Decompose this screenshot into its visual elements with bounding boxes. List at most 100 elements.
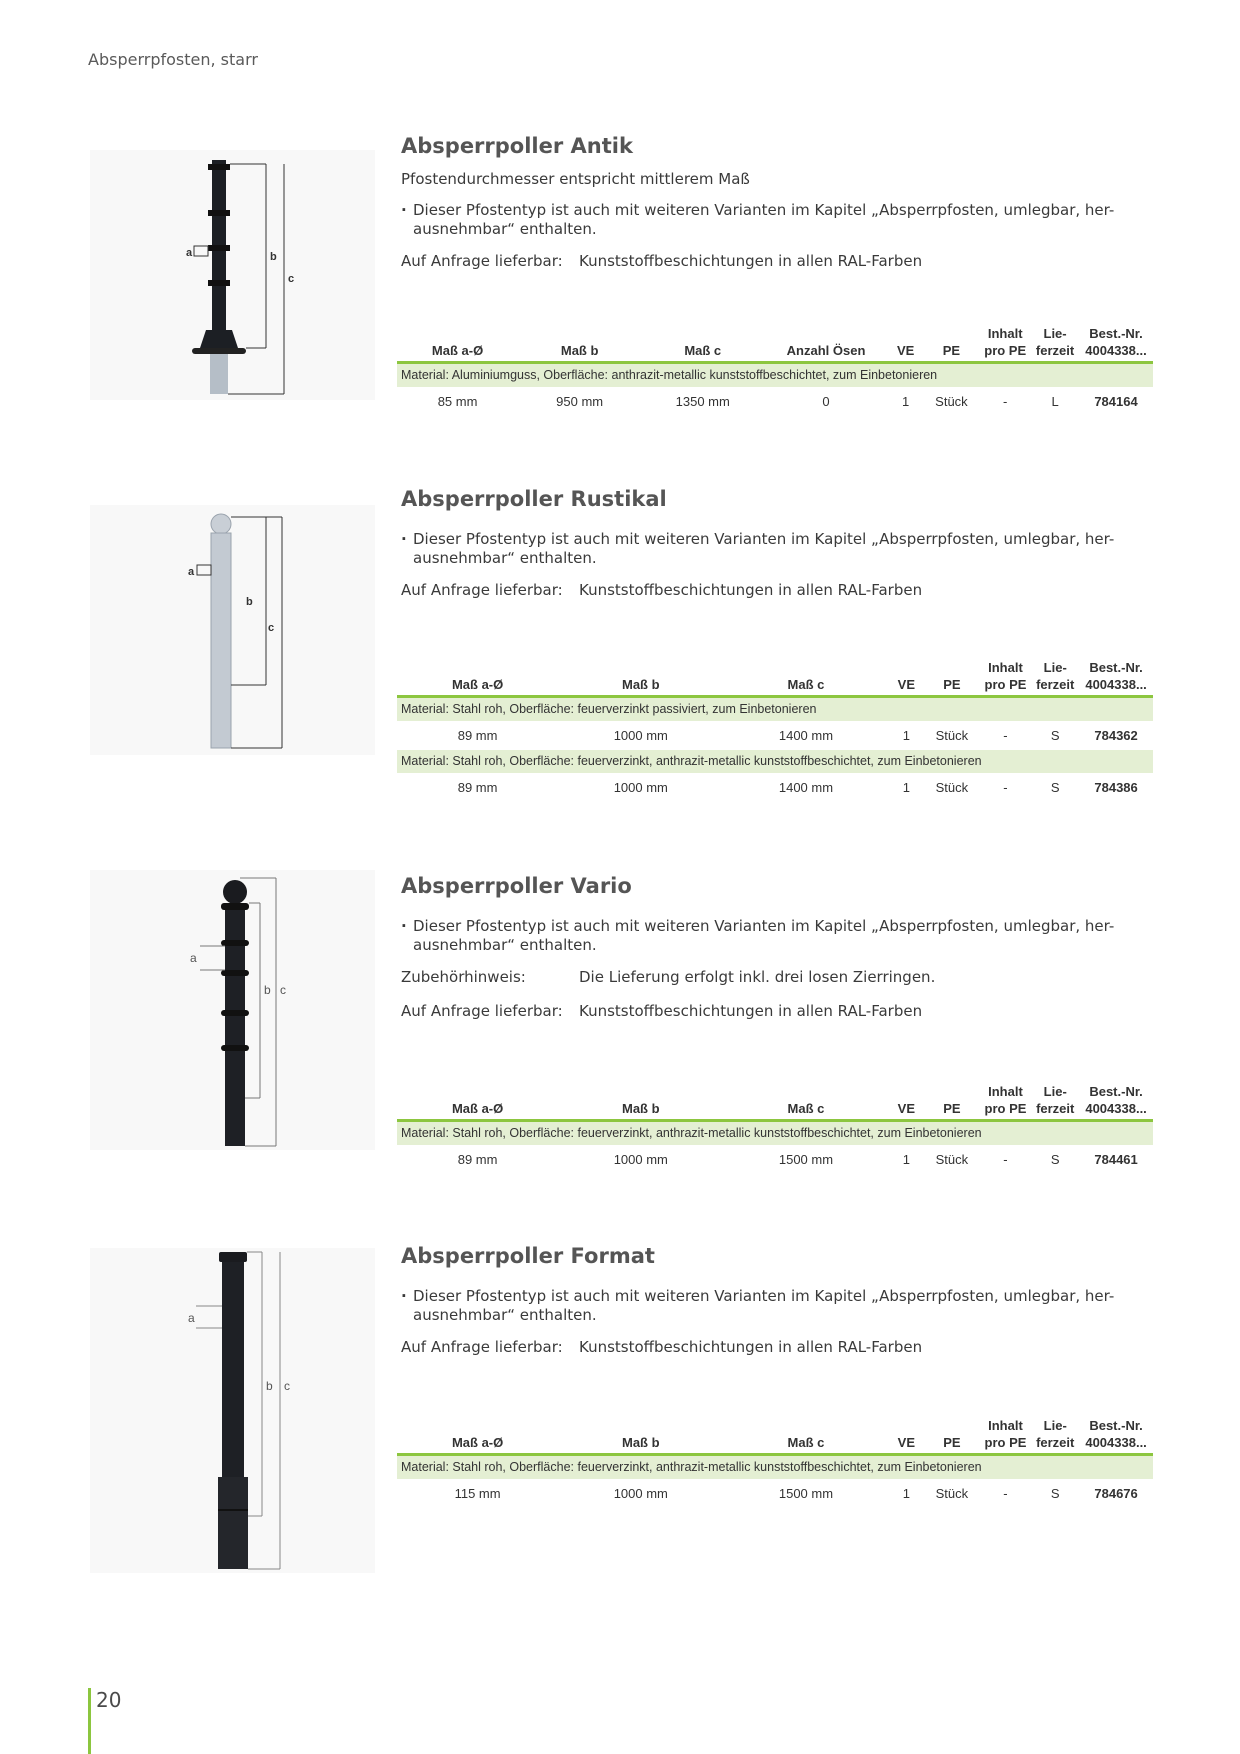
col-header: VE	[888, 659, 925, 698]
material-row: Material: Stahl roh, Oberfläche: feuerve…	[397, 1454, 1153, 1479]
cell: S	[1050, 1486, 1060, 1501]
table-row: 85 mm 950 mm 1350 mm 0 1 Stück - L 78416…	[397, 387, 1153, 416]
page-number: 20	[96, 1688, 122, 1712]
note-value: Kunststoffbeschichtungen in allen RAL-Fa…	[579, 1002, 923, 1020]
dim-label-a: a	[188, 566, 195, 578]
note-availability: Auf Anfrage lieferbar: Kunststoffbeschic…	[401, 580, 1153, 600]
spec-table-vario: Maß a-Ø Maß b Maß c VE PE Inhalt pro PE …	[397, 1083, 1153, 1174]
col-header: Maß b	[558, 1083, 724, 1122]
note-key: Auf Anfrage lieferbar:	[401, 252, 563, 270]
col-header: Lie-ferzeit	[1031, 1083, 1080, 1122]
product-subtitle: Pfostendurchmesser entspricht mittlerem …	[401, 170, 750, 188]
note-value: Die Lieferung erfolgt inkl. drei losen Z…	[579, 968, 936, 986]
dim-label-c: c	[284, 1379, 290, 1393]
col-header: VE	[888, 1417, 925, 1456]
cell: Stück	[935, 728, 969, 743]
cell: 1	[902, 1152, 910, 1167]
col-header: Best.-Nr. 4004338...	[1079, 325, 1153, 364]
note-availability: Auf Anfrage lieferbar: Kunststoffbeschic…	[401, 1337, 1153, 1357]
note-key: Auf Anfrage lieferbar:	[401, 581, 563, 599]
cell: -	[1003, 728, 1008, 743]
col-header: PE	[924, 1083, 980, 1122]
cell: 950 mm	[556, 394, 604, 409]
material-row: Material: Stahl roh, Oberfläche: feuerve…	[397, 750, 1153, 773]
note-accessory: Zubehörhinweis: Die Lieferung erfolgt in…	[401, 967, 1153, 987]
col-header: Lie-ferzeit	[1031, 1417, 1080, 1456]
col-header: PE	[923, 325, 980, 364]
note-value: Kunststoffbeschichtungen in allen RAL-Fa…	[579, 1338, 923, 1356]
cell: S	[1050, 1152, 1060, 1167]
col-header: Lie-ferzeit	[1031, 659, 1080, 698]
product-image-vario: a b c	[90, 870, 375, 1150]
order-number: 784461	[1094, 1152, 1138, 1167]
order-number: 784362	[1094, 728, 1138, 743]
cell: 115 mm	[454, 1486, 501, 1501]
cell: 85 mm	[437, 394, 478, 409]
product-bullet: Dieser Pfostentyp ist auch mit weiteren …	[401, 530, 1153, 568]
cell: 1000 mm	[613, 780, 668, 795]
col-header: Maß b	[518, 325, 642, 364]
material-text: Material: Aluminiumguss, Oberfläche: ant…	[397, 362, 1153, 387]
spec-table-format: Maß a-Ø Maß b Maß c VE PE Inhalt pro PE …	[397, 1417, 1153, 1508]
table-header-row: Maß a-Ø Maß b Maß c Anzahl Ösen VE PE In…	[397, 325, 1153, 364]
cell: -	[1003, 1152, 1008, 1167]
col-header: Best.-Nr. 4004338...	[1079, 659, 1153, 698]
cell: 1350 mm	[675, 394, 730, 409]
product-image-rustikal: a b c	[90, 505, 375, 755]
dim-label-a: a	[190, 951, 197, 965]
table-row: 89 mm 1000 mm 1400 mm 1 Stück - S 784386	[397, 773, 1153, 802]
dim-label-a: a	[188, 1311, 195, 1325]
col-header: Maß c	[723, 659, 889, 698]
col-header: Maß c	[723, 1083, 889, 1122]
cell: 1500 mm	[778, 1486, 834, 1501]
cell: 89 mm	[457, 728, 498, 743]
cell: -	[1003, 780, 1008, 795]
bollard-antik-drawing: a b c	[186, 160, 294, 395]
col-header: Maß b	[558, 1417, 724, 1456]
dim-label-b: b	[270, 251, 277, 263]
cell: 89 mm	[457, 1152, 498, 1167]
table-header-row: Maß a-Ø Maß b Maß c VE PE Inhalt pro PE …	[397, 1417, 1153, 1456]
bollard-format-drawing: a b c	[188, 1251, 290, 1570]
order-number: 784676	[1094, 1486, 1138, 1501]
col-header: Maß a-Ø	[397, 1417, 559, 1456]
table-header-row: Maß a-Ø Maß b Maß c VE PE Inhalt pro PE …	[397, 659, 1153, 698]
product-text-rustikal: Absperrpoller Rustikal Dieser Pfostentyp…	[401, 486, 1153, 614]
col-header: Maß a-Ø	[397, 1083, 559, 1122]
cell: Stück	[935, 394, 968, 409]
cell: 89 mm	[457, 780, 498, 795]
table-row: 89 mm 1000 mm 1500 mm 1 Stück - S 784461	[397, 1145, 1153, 1174]
bollard-rustikal-drawing: a b c	[188, 513, 283, 749]
cell: S	[1050, 728, 1060, 743]
spec-table-antik: Maß a-Ø Maß b Maß c Anzahl Ösen VE PE In…	[397, 325, 1153, 416]
table-header-row: Maß a-Ø Maß b Maß c VE PE Inhalt pro PE …	[397, 1083, 1153, 1122]
product-bullet: Dieser Pfostentyp ist auch mit weiteren …	[401, 201, 1153, 239]
col-header: Maß c	[723, 1417, 889, 1456]
page-number-bar	[88, 1688, 91, 1754]
order-number: 784386	[1094, 780, 1138, 795]
note-value: Kunststoffbeschichtungen in allen RAL-Fa…	[579, 581, 923, 599]
material-text: Material: Stahl roh, Oberfläche: feuerve…	[397, 1454, 1153, 1479]
cell: S	[1050, 780, 1060, 795]
cell: Stück	[935, 780, 969, 795]
product-text-format: Absperrpoller Format Dieser Pfostentyp i…	[401, 1243, 1153, 1371]
product-title: Absperrpoller Format	[401, 1244, 655, 1268]
bollard-vario-drawing: a b c	[190, 877, 286, 1147]
col-header: Lie-ferzeit	[1031, 325, 1080, 364]
note-availability: Auf Anfrage lieferbar: Kunststoffbeschic…	[401, 251, 1153, 271]
cell: 1500 mm	[778, 1152, 834, 1167]
dim-label-c: c	[268, 622, 274, 634]
cell: -	[1003, 394, 1008, 409]
product-title: Absperrpoller Rustikal	[401, 487, 667, 511]
col-header: Inhalt pro PE	[979, 1417, 1032, 1456]
product-text-antik: Absperrpoller Antik Pfostendurchmesser e…	[401, 133, 1153, 285]
product-bullet: Dieser Pfostentyp ist auch mit weiteren …	[401, 1287, 1153, 1325]
cell: 1	[902, 780, 910, 795]
cell: 1	[902, 394, 910, 409]
material-text: Material: Stahl roh, Oberfläche: feuerve…	[397, 696, 1153, 721]
product-image-format: a b c	[90, 1248, 375, 1573]
note-key: Auf Anfrage lieferbar:	[401, 1338, 563, 1356]
material-row: Material: Stahl roh, Oberfläche: feuerve…	[397, 1120, 1153, 1145]
cell: 1000 mm	[613, 1486, 668, 1501]
col-header: Inhalt pro PE	[979, 325, 1032, 364]
